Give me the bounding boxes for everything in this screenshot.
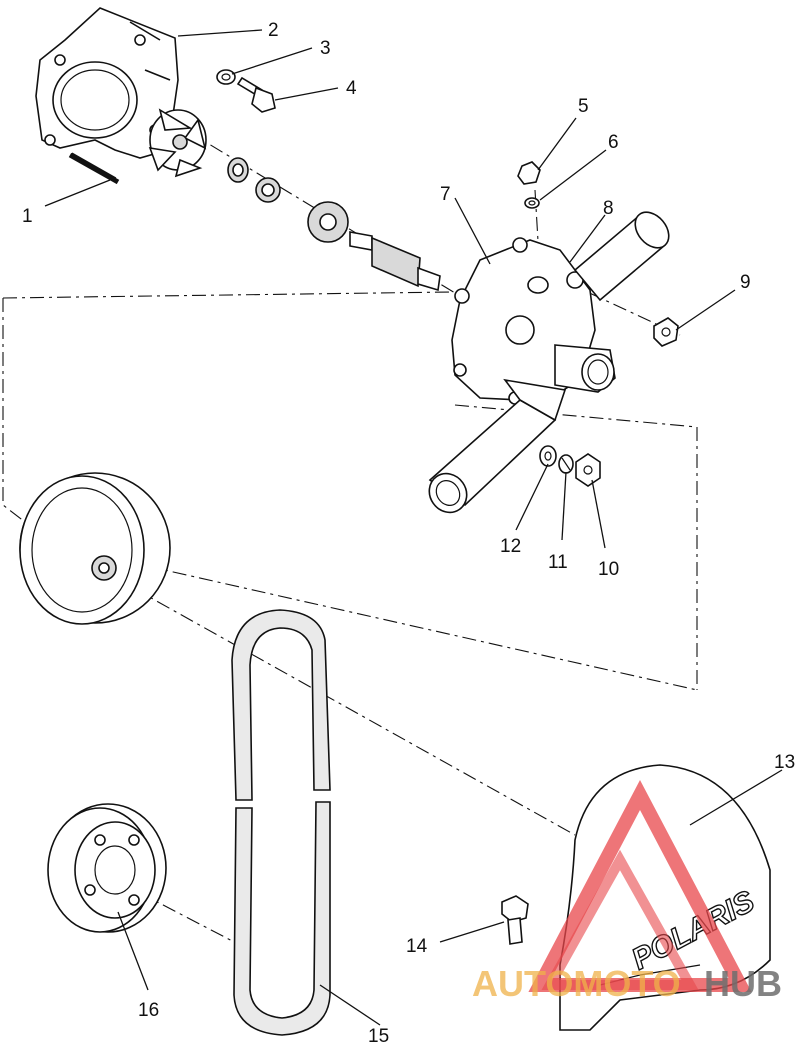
- bearing: [307, 201, 349, 243]
- impeller: [148, 108, 207, 178]
- drive-belt: [231, 609, 331, 1036]
- bolt-5: [517, 161, 541, 185]
- pump-body: [451, 237, 616, 405]
- callout-16: 16: [138, 1000, 159, 1021]
- callout-12: 12: [500, 536, 521, 557]
- callout-2: 2: [268, 20, 279, 41]
- washer-12: [539, 445, 557, 467]
- watermark-inner-triangle-icon: [541, 849, 699, 990]
- driven-pulley-small: [47, 803, 167, 933]
- screw-14: [501, 895, 529, 945]
- callout-9: 9: [740, 272, 751, 293]
- callout-14: 14: [406, 936, 428, 957]
- washer-3: [216, 69, 236, 85]
- seal-ring-medium: [255, 177, 281, 203]
- pump-shaft: [349, 231, 441, 292]
- callout-13: 13: [774, 752, 795, 773]
- drive-pulley-large: [19, 472, 171, 625]
- callout-11: 11: [548, 552, 568, 573]
- belt-cover: POLARIS: [559, 764, 771, 1031]
- callout-6: 6: [608, 132, 619, 153]
- callout-1: 1: [22, 206, 33, 227]
- callout-8: 8: [603, 198, 614, 219]
- callout-4: 4: [346, 78, 357, 99]
- lock-washer-11: [558, 454, 574, 474]
- callout-3: 3: [320, 38, 331, 59]
- callout-15: 15: [368, 1026, 389, 1046]
- watermark-logo: AUTOMOTO HUB: [472, 779, 782, 1004]
- nut-9: [653, 317, 679, 347]
- watermark-text-b: HUB: [704, 963, 782, 1004]
- hose-pipe-lower: [428, 378, 567, 514]
- callout-10: 10: [598, 559, 619, 580]
- seal-ring-small: [227, 157, 249, 183]
- stud-bolt: [68, 152, 120, 185]
- pump-housing-cover: [35, 7, 179, 159]
- callout-5: 5: [578, 96, 589, 117]
- watermark-text-a: AUTOMOTO: [472, 963, 681, 1004]
- hose-pipe-upper: [573, 211, 670, 302]
- callout-labels: 2 3 4 1 5 6 7 8 9 10 11 12 13 14 15 16: [22, 20, 795, 1046]
- callout-7: 7: [440, 184, 451, 205]
- nut-10: [575, 453, 601, 487]
- washer-6: [524, 197, 540, 209]
- bolt-4: [236, 76, 276, 113]
- leader-lines: [44, 29, 783, 1026]
